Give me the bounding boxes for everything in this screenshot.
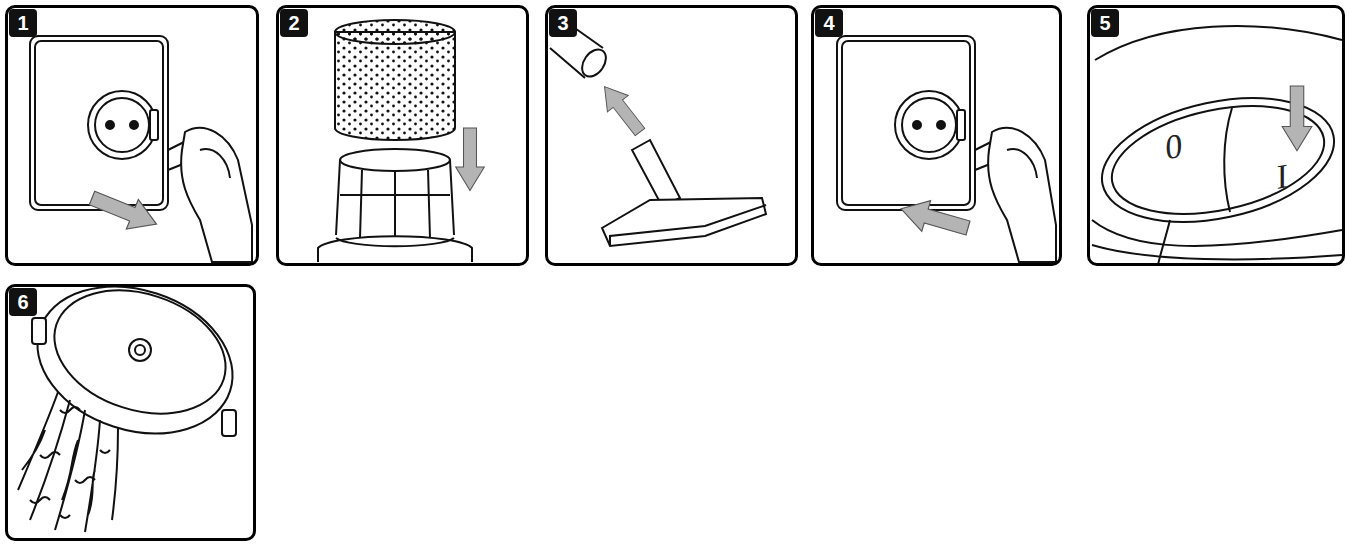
plug-in-figure-part [1007,149,1037,178]
plug-in-figure-part [837,36,975,210]
switch-figure-part [1224,108,1232,212]
step-panel: 3 [545,5,798,266]
step-panel: 1 [5,5,259,266]
switch-figure-part [1091,79,1346,242]
nozzle-figure [550,14,766,246]
empty-bin-figure-part [18,392,118,532]
plug-in-figure-part [988,128,1056,262]
unplug-figure-part [30,36,168,210]
nozzle-figure-part [602,198,766,246]
nozzle-figure-part [610,205,766,246]
empty-bin-figure-part [135,345,145,355]
unplug-figure-part [150,110,158,140]
filter-figure-part [335,20,455,44]
filter-figure-part [336,160,454,240]
plug-in-figure-part [937,121,945,129]
unplug-figure-part [106,121,114,129]
empty-bin-figure-part [38,270,241,435]
filter-figure-part [340,149,450,171]
plug-in-figure-part [842,41,970,205]
nozzle-figure-part [594,78,650,140]
step-panel: 4 [811,5,1062,266]
filter-figure-part [318,236,472,262]
switch-figure-part [1092,245,1342,259]
switch-figure-part [1282,86,1312,151]
filter-figure [318,20,484,262]
nozzle-figure-part [632,140,680,206]
step-number: 6 [9,288,37,316]
step-number: 2 [280,9,308,37]
switch-figure [1091,26,1346,265]
step-number: 1 [9,9,37,37]
step-number: 3 [549,9,577,37]
unplug-figure-part [88,91,156,159]
switch-figure-part [1158,220,1170,265]
empty-bin-figure-part [18,263,251,458]
nozzle-figure-part [577,45,611,81]
filter-figure-part [336,238,454,246]
unplug-figure-part [181,128,252,262]
switch-figure-part [1095,26,1342,60]
unplug-figure [30,36,252,262]
plug-in-figure [837,36,1056,262]
switch-figure-part [1092,220,1342,246]
empty-bin-figure-part [129,339,151,361]
plug-in-figure-part [902,98,956,152]
unplug-figure-part [95,98,149,152]
unplug-figure-part [130,121,138,129]
step-panel: 6 [5,284,256,541]
empty-bin-figure-part [30,407,110,518]
step-panel: 2 [276,5,529,266]
plug-in-figure-part [957,110,965,140]
step-number: 5 [1091,9,1119,37]
unplug-figure-part [86,183,162,239]
filter-figure-part [335,32,455,140]
filter-figure-part [456,128,485,190]
empty-bin-figure-part [222,410,236,436]
step-number: 4 [815,9,843,37]
step-panel: 5 [1087,5,1345,266]
empty-bin-figure-part [32,318,46,344]
empty-bin-figure [18,263,252,532]
plug-in-figure-part [913,121,921,129]
unplug-figure-part [35,41,163,205]
plug-in-figure-part [895,91,963,159]
plug-in-figure-part [897,193,973,243]
unplug-figure-part [200,149,230,178]
